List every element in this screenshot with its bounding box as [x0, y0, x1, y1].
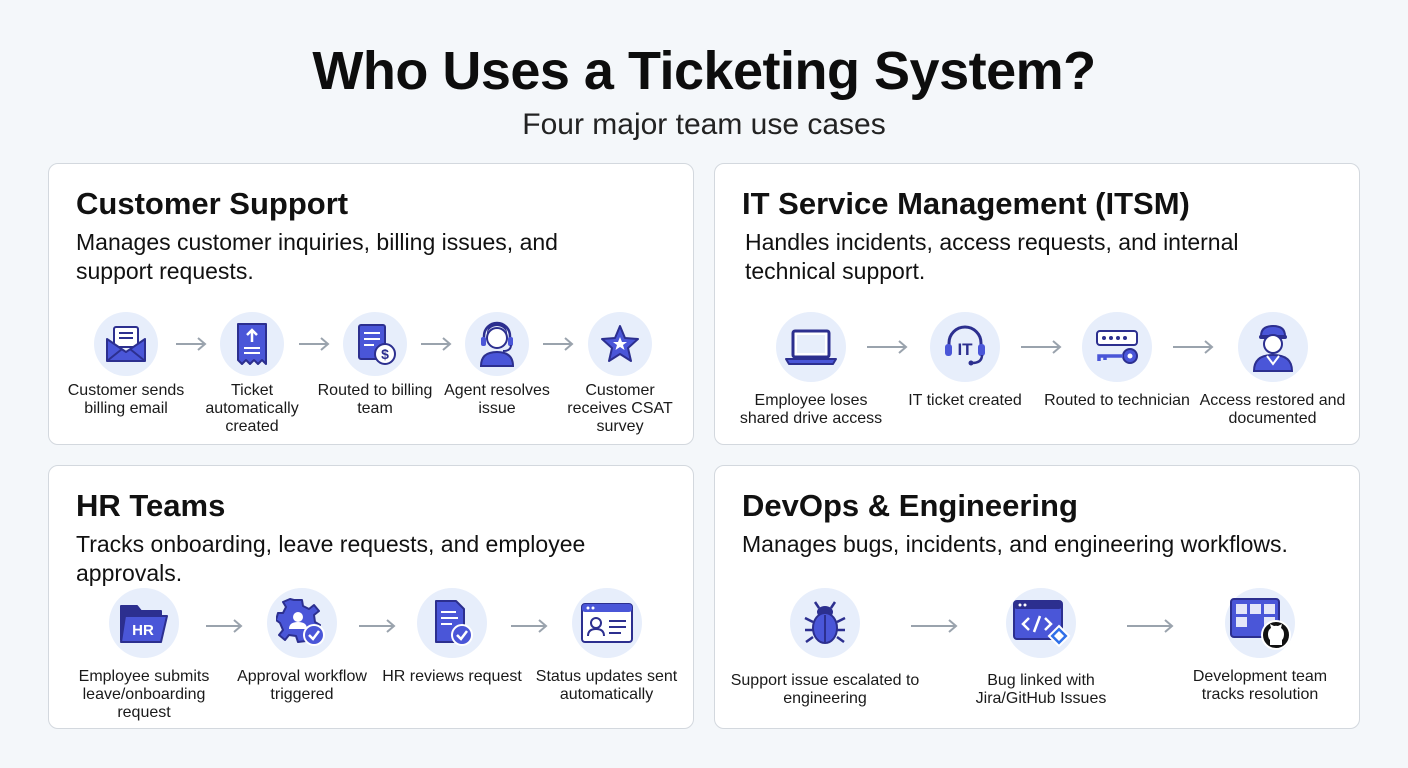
step-employee-loses-access: Employee loses shared drive access — [731, 312, 891, 428]
svg-text:HR: HR — [132, 622, 154, 639]
step-customer-sends-email: Customer sends billing email — [61, 312, 191, 418]
laptop-icon — [776, 312, 846, 382]
step-label: Agent resolves issue — [444, 382, 550, 417]
arrow-right-icon — [1173, 340, 1214, 354]
step-label: Employee submits leave/onboarding reques… — [78, 668, 210, 721]
step-label: Employee loses shared drive access — [739, 392, 883, 427]
step-label: Ticket automatically created — [205, 382, 299, 435]
arrow-right-icon — [176, 337, 207, 351]
card-title: DevOps & Engineering — [742, 488, 1078, 523]
card-itsm: IT Service Management (ITSM) Handles inc… — [714, 163, 1360, 445]
profile-window-icon — [571, 588, 642, 658]
code-window-icon — [1006, 588, 1076, 658]
step-label: Customer sends billing email — [67, 382, 185, 417]
card-customer-support: Customer Support Manages customer inquir… — [48, 163, 694, 445]
step-csat-survey: Customer receives CSAT survey — [555, 312, 685, 436]
step-bug-linked: Bug linked with Jira/GitHub Issues — [951, 588, 1131, 708]
arrow-right-icon — [511, 619, 548, 633]
step-label: Customer receives CSAT survey — [567, 382, 673, 435]
arrow-right-icon — [299, 337, 330, 351]
it-headset-icon: IT — [930, 312, 1000, 382]
step-routed-billing: $ Routed to billing team — [310, 312, 440, 418]
step-label: IT ticket created — [908, 392, 1022, 409]
step-ticket-created: Ticket automatically created — [187, 312, 317, 436]
step-access-restored: Access restored and documented — [1195, 312, 1350, 428]
headset-agent-icon — [465, 312, 529, 376]
password-key-icon — [1082, 312, 1152, 382]
card-hr-teams: HR Teams Tracks onboarding, leave reques… — [48, 465, 694, 729]
step-dev-team-tracks: Development team tracks resolution — [1175, 588, 1345, 704]
bug-icon — [790, 588, 860, 658]
step-label: Access restored and documented — [1199, 392, 1346, 427]
page-title: Who Uses a Ticketing System? — [312, 41, 1096, 101]
kanban-github-icon — [1225, 588, 1295, 658]
arrow-right-icon — [1127, 619, 1174, 633]
card-title: IT Service Management (ITSM) — [742, 186, 1190, 221]
step-label: Status updates sent automatically — [535, 668, 678, 703]
step-employee-submits: HR Employee submits leave/onboarding req… — [69, 588, 219, 722]
card-description: Handles incidents, access requests, and … — [745, 229, 1239, 284]
envelope-icon — [94, 312, 158, 376]
step-approval-workflow: Approval workflow triggered — [227, 588, 377, 704]
step-label: HR reviews request — [382, 668, 522, 685]
svg-text:$: $ — [381, 346, 389, 362]
step-status-updates: Status updates sent automatically — [529, 588, 684, 704]
step-label: Routed to billing team — [317, 382, 433, 417]
arrow-right-icon — [911, 619, 958, 633]
step-agent-resolves: Agent resolves issue — [432, 312, 562, 418]
arrow-right-icon — [421, 337, 452, 351]
step-routed-technician: Routed to technician — [1042, 312, 1192, 410]
step-it-ticket-created: IT IT ticket created — [890, 312, 1040, 410]
billing-document-icon: $ — [343, 312, 407, 376]
hr-folder-icon: HR — [109, 588, 179, 658]
card-title: HR Teams — [76, 488, 226, 523]
arrow-right-icon — [867, 340, 908, 354]
arrow-right-icon — [359, 619, 396, 633]
step-label: Support issue escalated to engineering — [730, 672, 920, 707]
card-title: Customer Support — [76, 186, 349, 221]
step-label: Routed to technician — [1044, 392, 1190, 409]
star-icon — [588, 312, 652, 376]
arrow-right-icon — [1021, 340, 1062, 354]
step-hr-reviews: HR reviews request — [377, 588, 527, 686]
approval-gear-icon — [267, 588, 337, 658]
card-devops-engineering: DevOps & Engineering Manages bugs, incid… — [714, 465, 1360, 729]
card-description: Manages customer inquiries, billing issu… — [76, 229, 558, 284]
technician-icon — [1237, 312, 1308, 382]
arrow-right-icon — [543, 337, 574, 351]
document-check-icon — [417, 588, 487, 658]
step-label: Bug linked with Jira/GitHub Issues — [975, 672, 1107, 707]
ticket-icon — [220, 312, 284, 376]
svg-text:IT: IT — [957, 340, 973, 359]
step-label: Approval workflow triggered — [237, 668, 367, 703]
step-label: Development team tracks resolution — [1192, 668, 1328, 703]
card-description: Manages bugs, incidents, and engineering… — [742, 531, 1288, 557]
page-subtitle: Four major team use cases — [522, 108, 886, 141]
step-support-escalated: Support issue escalated to engineering — [730, 588, 920, 708]
card-description: Tracks onboarding, leave requests, and e… — [76, 531, 586, 586]
arrow-right-icon — [206, 619, 243, 633]
